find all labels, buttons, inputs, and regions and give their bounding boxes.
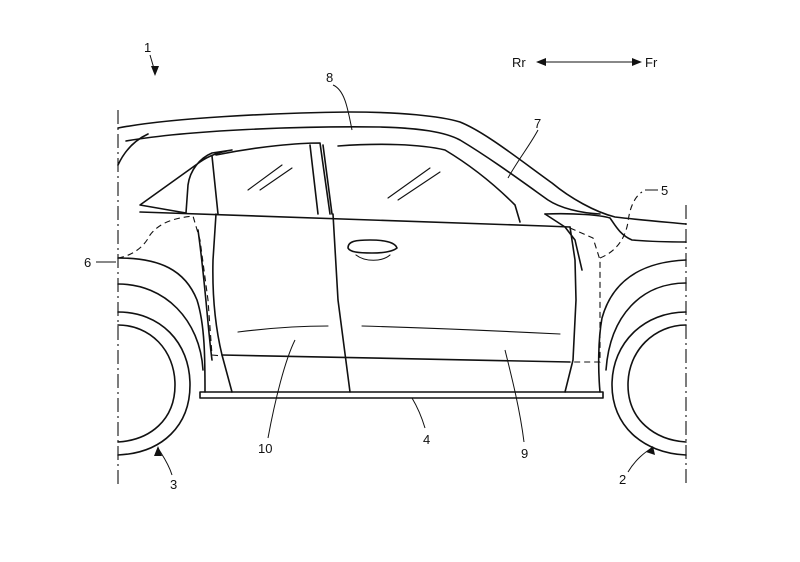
roof-inner-line (125, 126, 601, 215)
label-rear-door: 10 (258, 441, 272, 456)
rear-tire-outer (117, 311, 191, 456)
rear-wheel-arch (117, 283, 204, 371)
belt-line (139, 211, 571, 228)
front-fender (597, 259, 687, 393)
label-front-pillar: 7 (534, 116, 541, 131)
lower-door-line (221, 354, 571, 363)
rear-door-character-line (237, 325, 329, 333)
leader-10 (267, 339, 296, 439)
leader-9 (504, 349, 525, 443)
rear-fender (117, 257, 206, 393)
leader-4 (411, 397, 426, 429)
door-handle-pocket (355, 254, 391, 261)
direction-arrowhead-rear (536, 58, 546, 66)
door-handle (347, 239, 398, 254)
direction-label-rear: Rr (512, 55, 526, 70)
front-door-front-edge (564, 226, 577, 393)
arrowhead-1 (151, 66, 159, 76)
front-window-reflection (387, 167, 441, 201)
front-wheel-arch (605, 282, 687, 371)
label-side-sill: 4 (423, 432, 430, 447)
rear-door-outline (212, 213, 233, 393)
hood-line (544, 212, 687, 243)
label-front-wheel: 2 (619, 472, 626, 487)
rear-window-reflection (247, 164, 293, 191)
label-rear-member: 6 (84, 255, 91, 270)
front-tire-outer (611, 311, 687, 456)
rear-tire-inner (117, 324, 176, 443)
label-rear-wheel: 3 (170, 477, 177, 492)
direction-arrowhead-front (632, 58, 642, 66)
direction-label-front: Fr (645, 55, 658, 70)
leader-8 (332, 84, 353, 131)
roof-outer-line (117, 111, 687, 225)
a-pillar-edge (544, 213, 583, 271)
arrowhead-2 (646, 446, 655, 455)
label-roof-side: 8 (326, 70, 333, 85)
front-door-window (337, 143, 521, 223)
rear-door-front-edge (332, 213, 351, 393)
arrowhead-3 (154, 446, 162, 456)
b-pillar (309, 144, 333, 215)
label-front-door: 9 (521, 446, 528, 461)
front-door-window-inner (211, 155, 219, 215)
side-sill (199, 391, 604, 399)
front-door-character-line (361, 325, 561, 335)
rear-hatch-line (117, 133, 149, 166)
label-vehicle: 1 (144, 40, 151, 55)
rear-door-rear-edge (197, 229, 213, 361)
label-front-member: 5 (661, 183, 668, 198)
front-tire-inner (627, 324, 687, 443)
leader-7 (507, 129, 539, 179)
rear-quarter-window (139, 149, 233, 214)
front-member-hidden-upper (599, 191, 643, 259)
rear-door-window (215, 142, 331, 215)
